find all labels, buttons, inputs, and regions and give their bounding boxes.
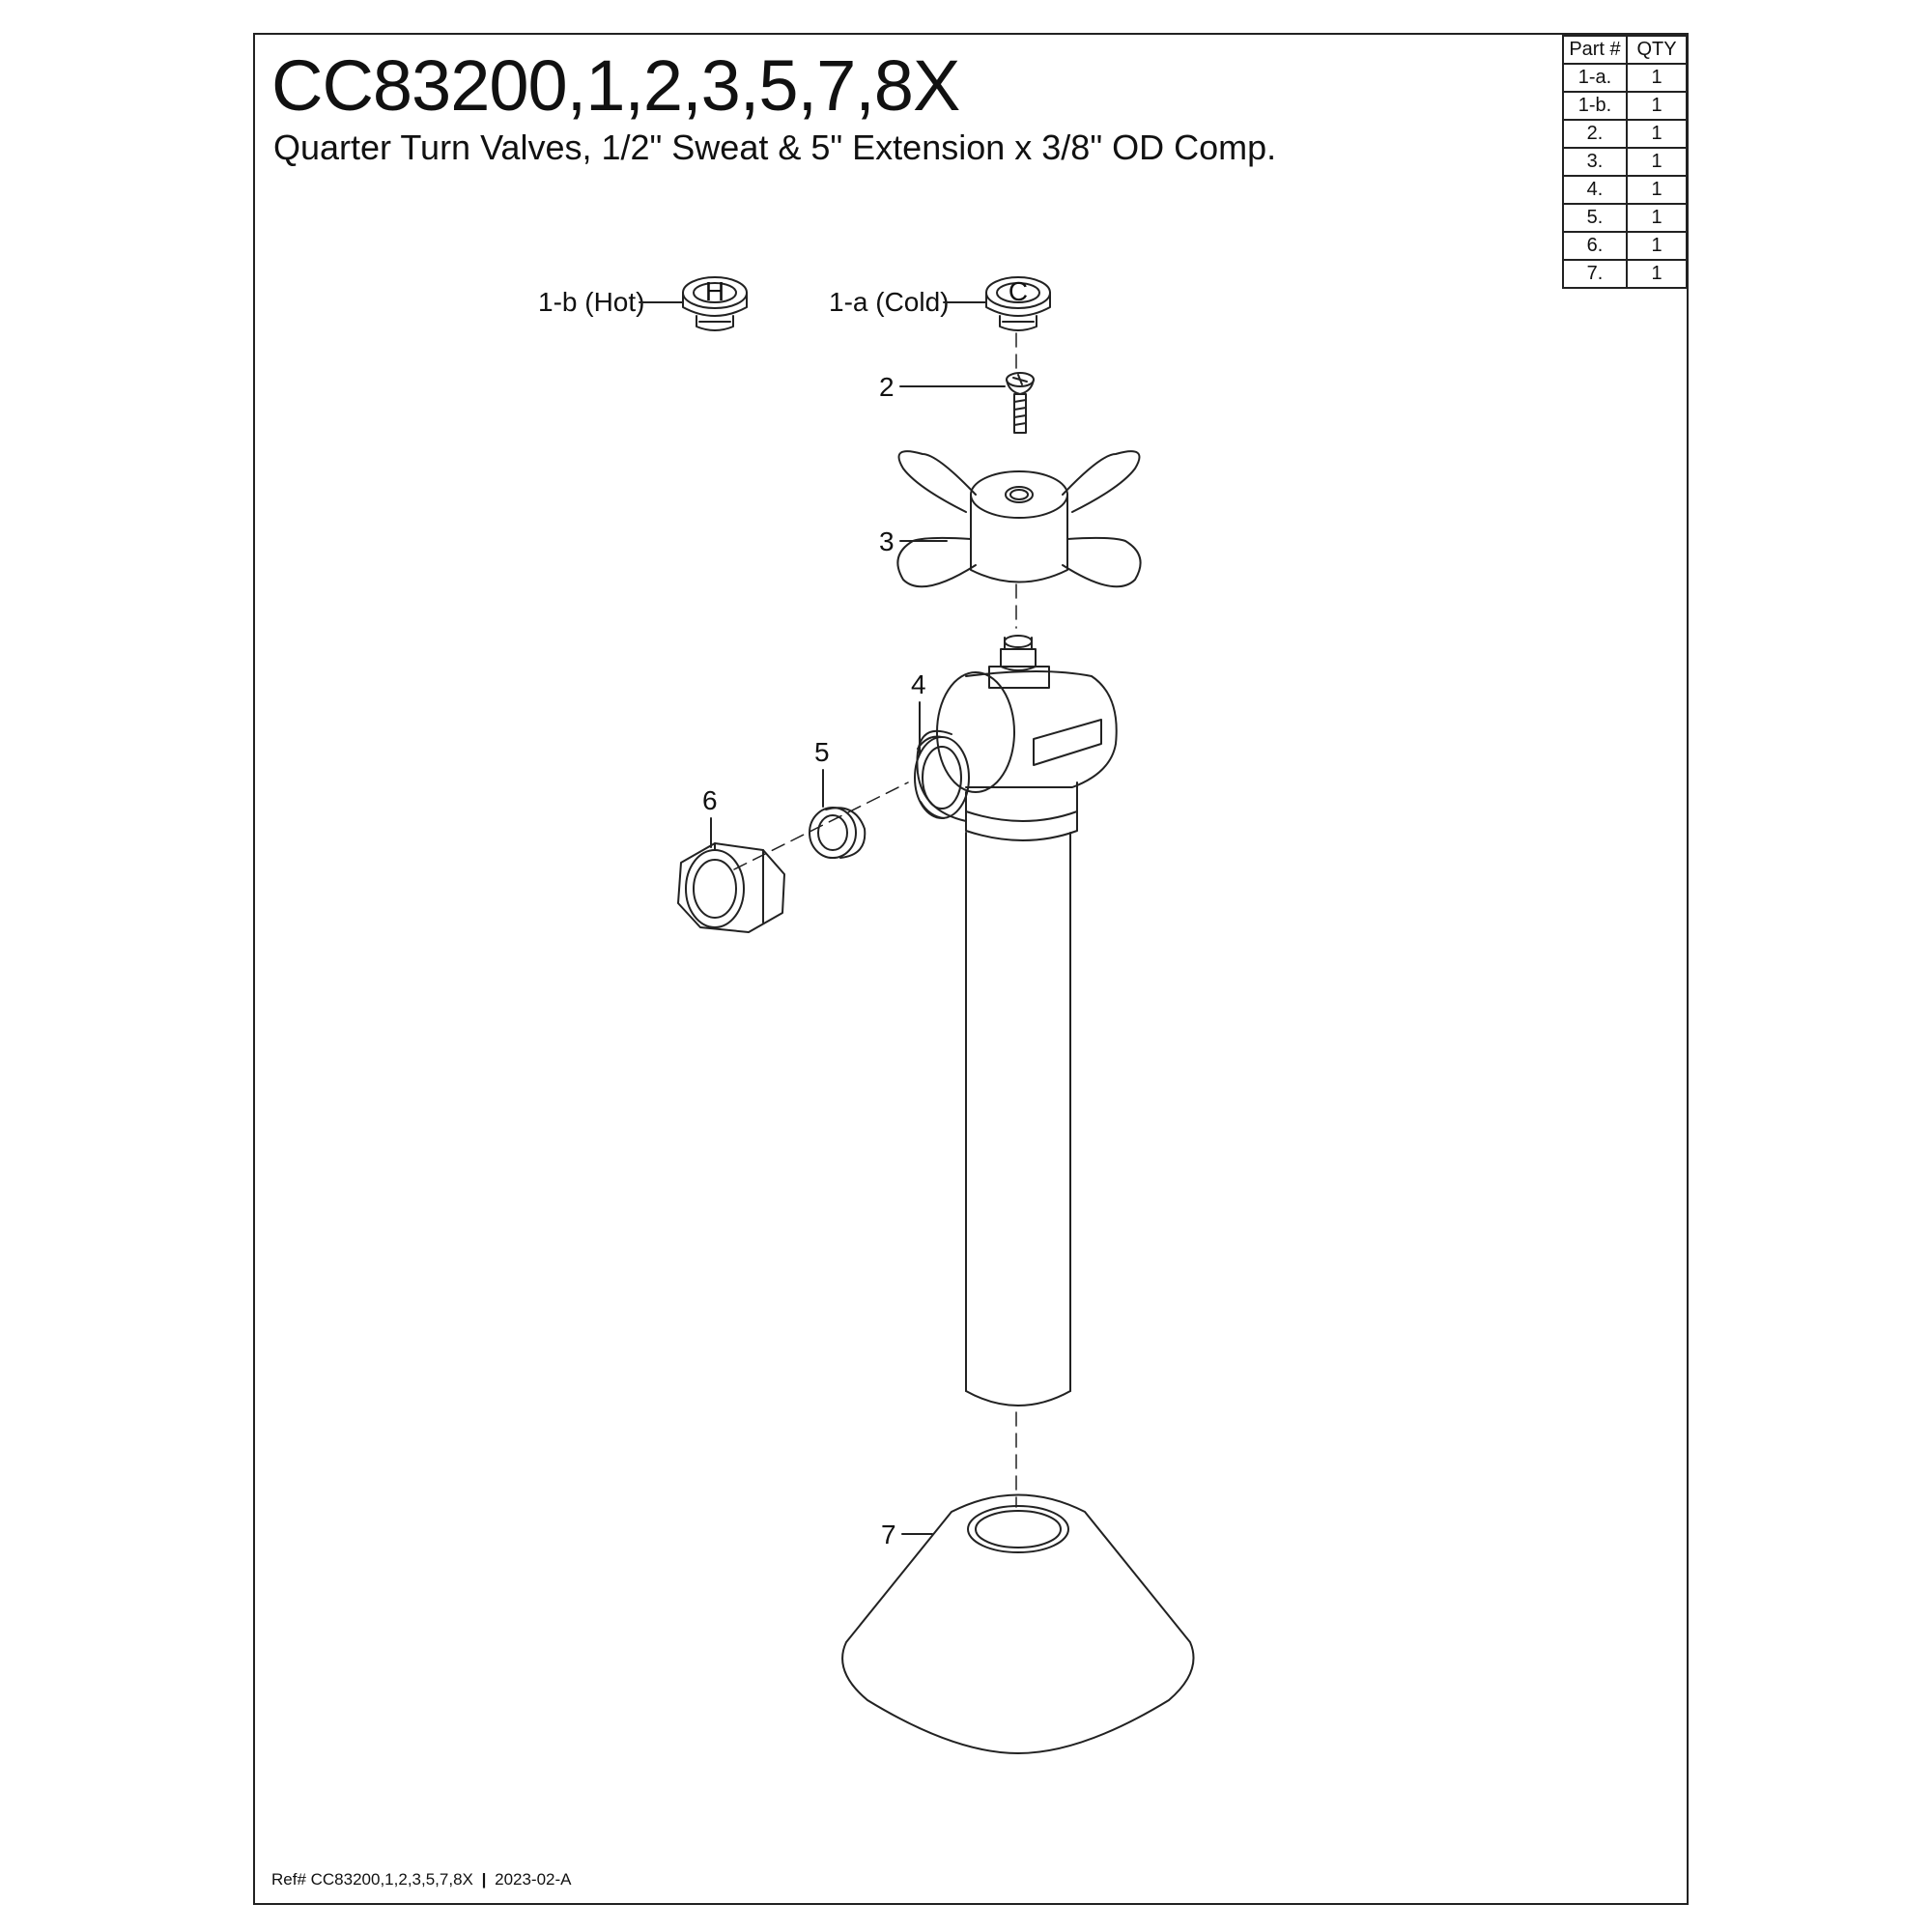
callout-valve-body: 4	[911, 669, 926, 699]
handle-screw	[1006, 372, 1035, 434]
table-row: 6.1	[1562, 231, 1688, 261]
cold-button-letter: C	[1009, 276, 1028, 306]
qty-cell: 1	[1626, 119, 1688, 149]
page-title: CC83200,1,2,3,5,7,8X	[271, 45, 960, 126]
table-row: 1-b.1	[1562, 91, 1688, 121]
callout-handle: 3	[879, 526, 895, 556]
part-cell: 5.	[1562, 203, 1628, 233]
qty-cell: 1	[1626, 91, 1688, 121]
footer-revision: 2023-02-A	[495, 1870, 572, 1889]
parts-table-header: Part # QTY	[1562, 35, 1688, 65]
cold-index-button	[985, 276, 1051, 331]
cross-handle	[896, 450, 1142, 588]
table-row: 1-a.1	[1562, 63, 1688, 93]
drawing-frame	[253, 33, 1689, 1905]
compression-axis	[733, 781, 909, 870]
hot-button-letter: H	[705, 276, 724, 306]
footer-ref: Ref# CC83200,1,2,3,5,7,8X	[271, 1870, 473, 1889]
part-cell: 2.	[1562, 119, 1628, 149]
compression-nut	[677, 842, 785, 933]
qty-cell: 1	[1626, 175, 1688, 205]
callout-nut: 6	[702, 785, 718, 815]
qty-cell: 1	[1626, 203, 1688, 233]
column-header-qty: QTY	[1626, 35, 1688, 65]
footer-separator: |	[481, 1870, 487, 1889]
part-cell: 1-a.	[1562, 63, 1628, 93]
escutcheon-flange	[841, 1493, 1195, 1754]
qty-cell: 1	[1626, 259, 1688, 289]
callout-sleeve: 5	[814, 737, 830, 767]
part-cell: 4.	[1562, 175, 1628, 205]
part-cell: 7.	[1562, 259, 1628, 289]
qty-cell: 1	[1626, 63, 1688, 93]
callout-hot: 1-b (Hot)	[538, 287, 644, 317]
parts-table: Part # QTY 1-a.1 1-b.1 2.1 3.1 4.1 5.1 6…	[1562, 35, 1688, 289]
callout-screw: 2	[879, 372, 895, 402]
hot-index-button	[682, 276, 748, 331]
table-row: 4.1	[1562, 175, 1688, 205]
table-row: 5.1	[1562, 203, 1688, 233]
table-row: 2.1	[1562, 119, 1688, 149]
footer-reference: Ref# CC83200,1,2,3,5,7,8X | 2023-02-A	[271, 1870, 572, 1889]
callout-cold: 1-a (Cold)	[829, 287, 949, 317]
compression-sleeve	[809, 807, 867, 859]
page-subtitle: Quarter Turn Valves, 1/2" Sweat & 5" Ext…	[273, 128, 1277, 167]
table-row: 7.1	[1562, 259, 1688, 289]
extension-tube	[965, 832, 1071, 1406]
table-row: 3.1	[1562, 147, 1688, 177]
valve-body	[914, 635, 1118, 841]
part-cell: 1-b.	[1562, 91, 1628, 121]
column-header-part: Part #	[1562, 35, 1628, 65]
callout-flange: 7	[881, 1520, 896, 1549]
qty-cell: 1	[1626, 147, 1688, 177]
qty-cell: 1	[1626, 231, 1688, 261]
part-cell: 3.	[1562, 147, 1628, 177]
part-cell: 6.	[1562, 231, 1628, 261]
